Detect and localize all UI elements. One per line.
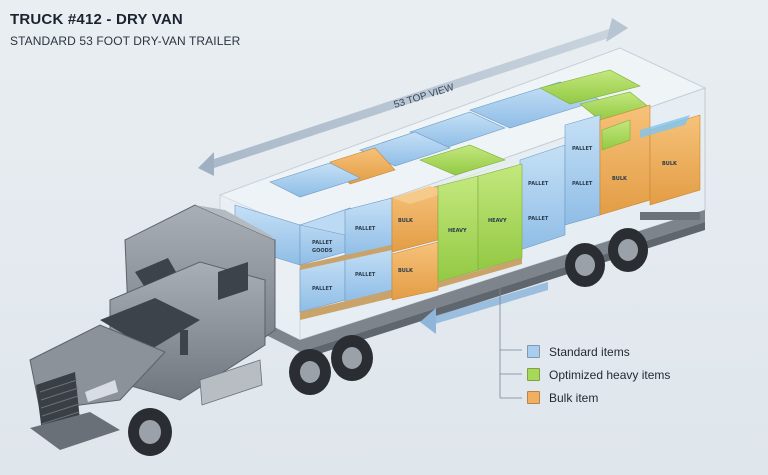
svg-text:HEAVY: HEAVY (448, 228, 467, 234)
svg-text:PALLET: PALLET (355, 272, 376, 278)
truck-cab (29, 204, 276, 450)
svg-text:BULK: BULK (398, 268, 414, 274)
legend-swatch-bulk (527, 391, 540, 404)
svg-text:BULK: BULK (612, 176, 628, 182)
svg-text:GOODS: GOODS (312, 248, 333, 254)
svg-text:HEAVY: HEAVY (488, 218, 507, 224)
svg-text:PALLET: PALLET (572, 181, 593, 187)
truck-wheels (128, 335, 373, 456)
vent-highlight (640, 115, 690, 138)
trailer-wheels (565, 212, 700, 287)
legend-item-bulk: Bulk item (527, 386, 670, 409)
legend-item-heavy: Optimized heavy items (527, 363, 670, 386)
top-view-label: 53 TOP VIEW (393, 82, 456, 111)
page-title: TRUCK #412 - DRY VAN (10, 11, 183, 28)
legend-label-bulk: Bulk item (549, 390, 599, 405)
legend: Standard items Optimized heavy items Bul… (527, 340, 670, 409)
legend-swatch-standard (527, 345, 540, 358)
top-view-arrow (198, 18, 628, 176)
svg-text:BULK: BULK (398, 218, 414, 224)
svg-text:PALLET: PALLET (312, 240, 333, 246)
floor-arrow (420, 282, 548, 334)
legend-label-standard: Standard items (549, 344, 630, 359)
svg-text:PALLET: PALLET (355, 226, 376, 232)
svg-text:PALLET: PALLET (312, 286, 333, 292)
legend-swatch-heavy (527, 368, 540, 381)
legend-item-standard: Standard items (527, 340, 670, 363)
svg-text:PALLET: PALLET (572, 146, 593, 152)
svg-text:PALLET: PALLET (528, 181, 549, 187)
svg-text:PALLET: PALLET (528, 216, 549, 222)
page-subtitle: STANDARD 53 FOOT DRY-VAN TRAILER (10, 34, 241, 48)
svg-text:BULK: BULK (662, 161, 678, 167)
legend-leaders (499, 285, 522, 399)
legend-label-heavy: Optimized heavy items (549, 367, 671, 382)
